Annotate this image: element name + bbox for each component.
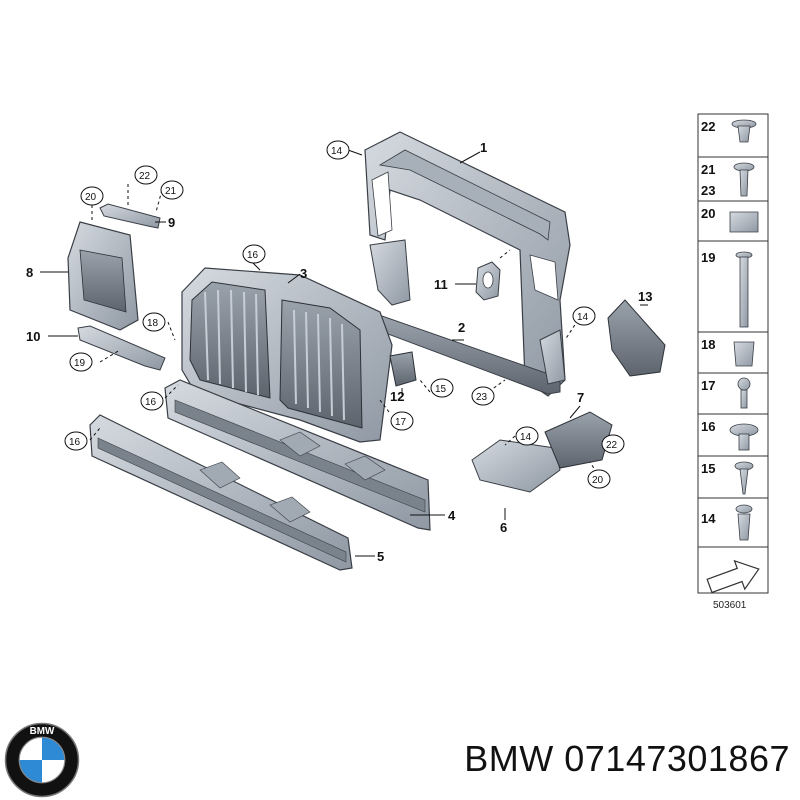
circled-17: 17 xyxy=(395,417,407,428)
leader-lines xyxy=(40,149,648,557)
bmw-logo: BMW xyxy=(4,722,80,798)
circled-callouts xyxy=(64,140,625,489)
reference-number: 503601 xyxy=(713,600,747,611)
part-5-air-guide xyxy=(89,414,353,571)
part-9-bracket xyxy=(99,203,161,229)
callout-1: 1 xyxy=(480,140,487,155)
legend-15: 15 xyxy=(701,461,715,476)
callout-13: 13 xyxy=(638,289,652,304)
circled-16-grille: 16 xyxy=(247,250,259,261)
callout-5: 5 xyxy=(377,549,384,564)
circled-22-left: 22 xyxy=(139,171,151,182)
part-4-air-guide xyxy=(164,379,431,531)
part-12-block xyxy=(389,351,417,387)
bmw-logo-text: BMW xyxy=(30,726,55,737)
part-8-air-duct xyxy=(67,221,139,331)
circled-21: 21 xyxy=(165,186,177,197)
circled-16-low: 16 xyxy=(69,437,81,448)
circled-14-lower: 14 xyxy=(520,432,532,443)
circled-14-top: 14 xyxy=(331,146,343,157)
circled-20-left: 20 xyxy=(85,192,97,203)
callout-8: 8 xyxy=(26,265,33,280)
circled-18: 18 xyxy=(147,318,159,329)
legend-21: 21 xyxy=(701,162,715,177)
callout-4: 4 xyxy=(448,508,456,523)
circled-15: 15 xyxy=(435,384,447,395)
callout-7: 7 xyxy=(577,390,584,405)
circled-22-right: 22 xyxy=(606,440,618,451)
part-6-7-duct xyxy=(471,411,613,493)
part-11-bracket xyxy=(475,261,501,301)
callout-10: 10 xyxy=(26,329,40,344)
callout-9: 9 xyxy=(168,215,175,230)
part-13-deflector xyxy=(607,299,666,377)
callout-11: 11 xyxy=(434,277,448,292)
legend-19: 19 xyxy=(701,250,715,265)
circled-callout-labels: 14 14 14 16 16 16 17 18 19 20 20 21 22 2… xyxy=(69,146,618,486)
legend-23: 23 xyxy=(701,183,715,198)
legend-20: 20 xyxy=(701,206,715,221)
circled-19: 19 xyxy=(74,358,86,369)
legend-14: 14 xyxy=(701,511,716,526)
circled-20-right: 20 xyxy=(592,475,604,486)
callout-labels: 1 2 3 4 5 6 7 8 9 10 11 12 13 xyxy=(26,140,652,564)
legend-17: 17 xyxy=(701,378,715,393)
part-10-bracket xyxy=(77,325,166,371)
circled-23: 23 xyxy=(476,392,488,403)
callout-12: 12 xyxy=(390,389,404,404)
callout-6: 6 xyxy=(500,520,507,535)
legend-18: 18 xyxy=(701,337,715,352)
arrow-icon xyxy=(706,559,760,594)
fastener-legend: 22 21 23 20 19 18 17 16 15 14 xyxy=(697,113,769,611)
part-3-grille xyxy=(181,267,393,443)
legend-22: 22 xyxy=(701,119,715,134)
circled-16-mid: 16 xyxy=(145,397,157,408)
part-number-caption: BMW 07147301867 xyxy=(464,738,790,779)
callout-3: 3 xyxy=(300,266,307,281)
circled-14-right: 14 xyxy=(577,312,589,323)
legend-16: 16 xyxy=(701,419,715,434)
callout-2: 2 xyxy=(458,320,465,335)
